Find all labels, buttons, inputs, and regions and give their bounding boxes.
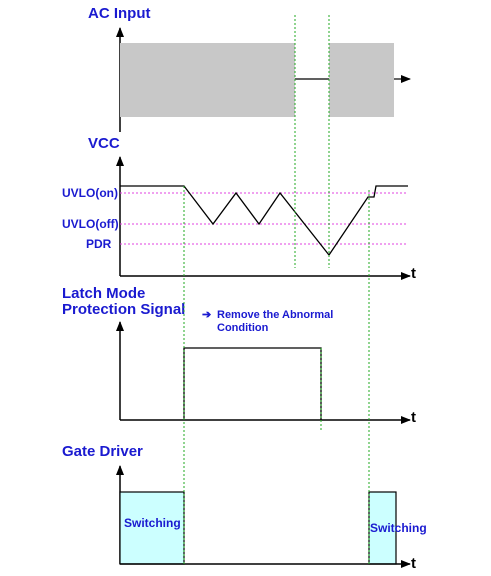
uvlo-off-label: UVLO(off) [62, 217, 119, 231]
latch-signal-pulse [183, 347, 322, 420]
vcc-title: VCC [88, 135, 120, 152]
vcc-time-label: t [411, 265, 416, 282]
gate-driver-title: Gate Driver [62, 443, 143, 460]
note-arrow: ➔ [202, 309, 212, 321]
ac-waveform-on-1 [120, 43, 295, 117]
vcc-waveform [120, 185, 408, 257]
latch-title-line1: Latch Mode [62, 285, 145, 302]
gate-time-label: t [411, 555, 416, 572]
uvlo-on-label: UVLO(on) [62, 186, 118, 200]
ac-input-title: AC Input [88, 5, 150, 22]
pdr-label: PDR [86, 237, 112, 251]
switching-label-1: Switching [124, 516, 181, 530]
switching-label-2: Switching [370, 521, 427, 535]
note-line2: Condition [217, 322, 269, 334]
note-line1: Remove the Abnormal [217, 309, 333, 321]
switching-block-2 [368, 491, 397, 565]
latch-time-label: t [411, 409, 416, 426]
switching-block-1 [119, 491, 185, 565]
latch-title-line2: Protection Signal [62, 301, 185, 318]
ac-waveform-on-2 [329, 43, 394, 117]
